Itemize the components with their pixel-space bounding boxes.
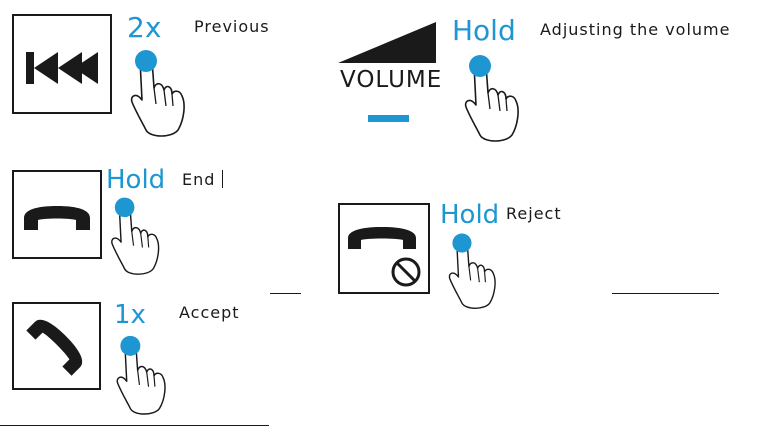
volume-label: Adjusting the volume [540, 20, 731, 39]
accept-label: Accept [179, 303, 240, 322]
reject-icon-box [338, 203, 430, 294]
previous-icon-box [12, 14, 112, 114]
skip-back-icon [26, 52, 98, 84]
accept-gesture: 1x [114, 300, 146, 330]
divider-line [270, 293, 301, 294]
volume-ramp-icon [338, 22, 436, 63]
reject-call-icon [348, 227, 421, 287]
finger-press-icon [448, 233, 496, 309]
end-label: End [182, 170, 216, 189]
accept-icon-box [12, 302, 101, 390]
finger-press-icon [116, 335, 166, 415]
accept-call-icon [26, 319, 83, 376]
finger-press-icon [130, 50, 185, 137]
hang-up-icon [24, 206, 90, 230]
minus-icon [368, 115, 409, 122]
volume-word: VOLUME [340, 67, 443, 93]
divider-line [612, 293, 719, 294]
reject-label: Reject [506, 204, 562, 223]
previous-gesture: 2x [127, 11, 162, 44]
divider-line [0, 425, 269, 426]
reject-gesture: Hold [440, 200, 500, 230]
previous-label: Previous [194, 17, 270, 36]
text-cursor [222, 170, 223, 188]
finger-press-icon [111, 197, 160, 275]
finger-press-icon [464, 55, 519, 142]
volume-gesture: Hold [452, 14, 516, 47]
end-icon-box [12, 170, 102, 259]
end-gesture: Hold [106, 165, 166, 195]
